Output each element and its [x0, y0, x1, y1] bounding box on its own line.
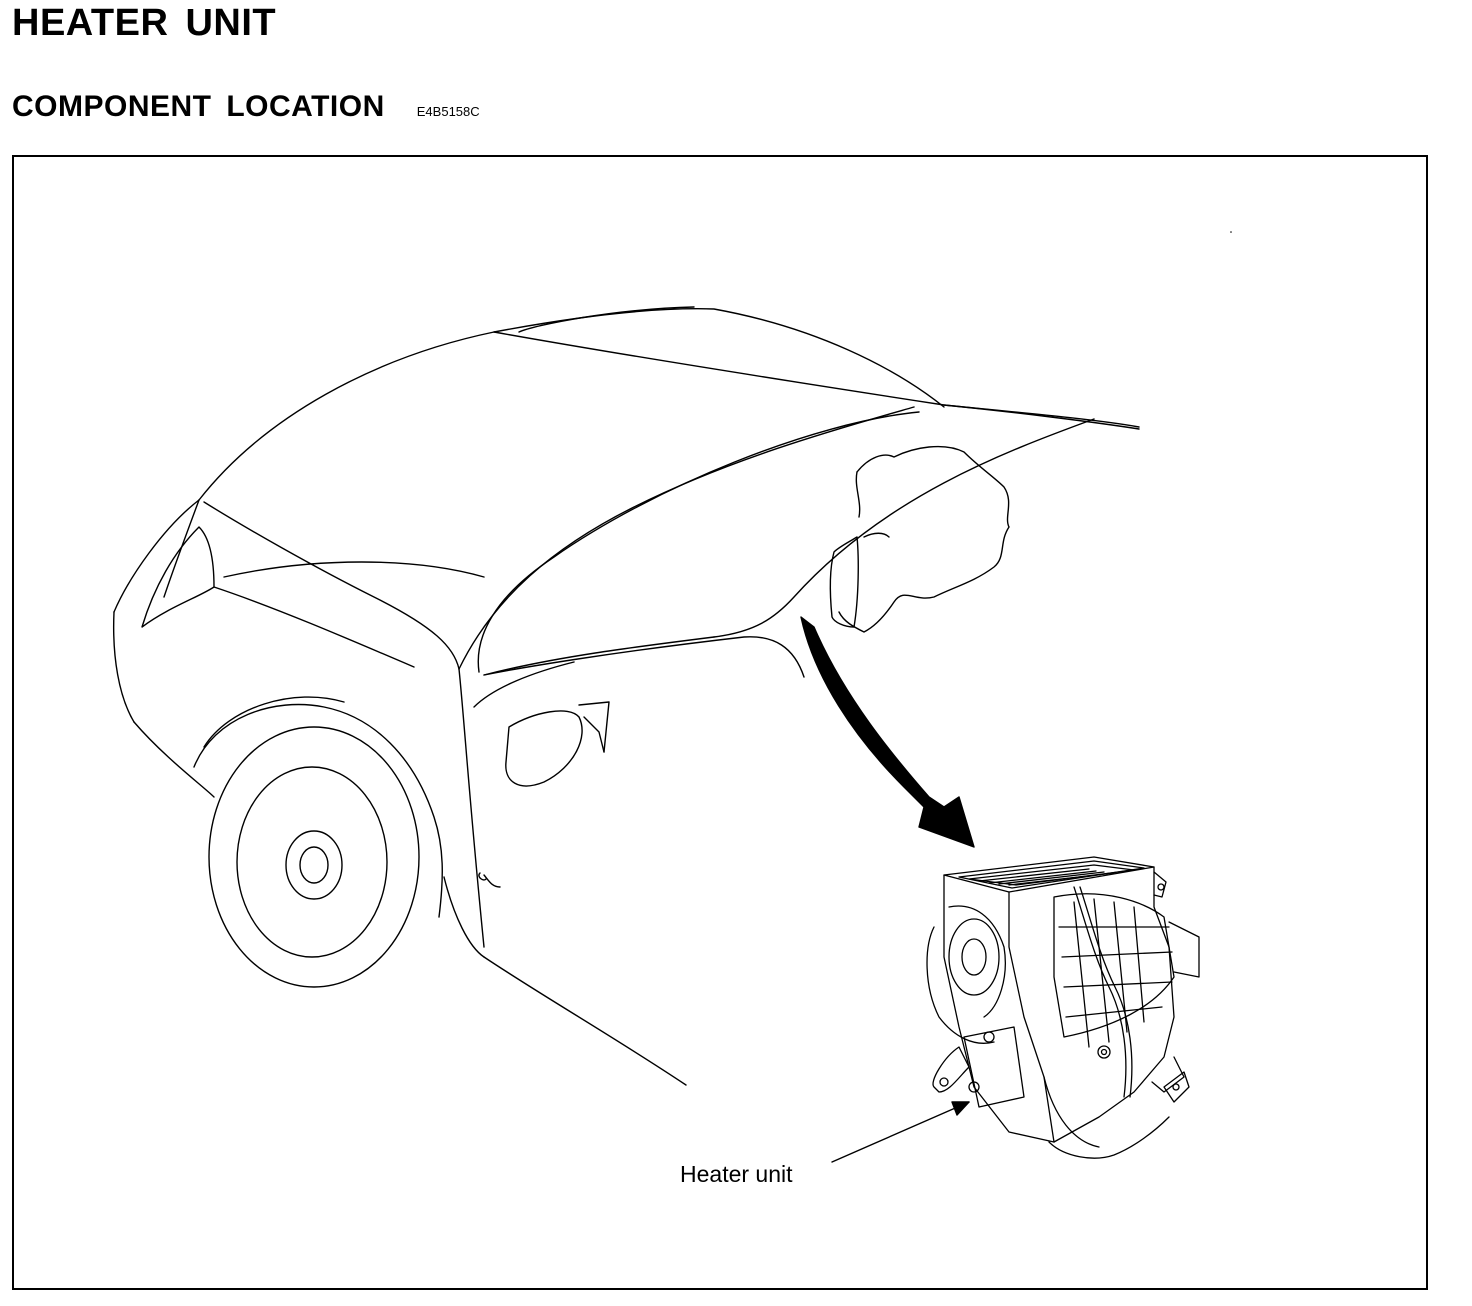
curved-pointer-arrow-icon — [800, 616, 975, 848]
figure-frame: Heater unit — [12, 155, 1428, 1290]
heater-unit-label: Heater unit — [680, 1161, 793, 1187]
dash-cutaway-icon — [829, 445, 1010, 633]
page-title: HEATER UNIT — [12, 2, 277, 44]
figure-canvas — [112, 231, 1232, 1163]
document-code: E4B5158C — [416, 104, 480, 119]
car-outline-icon — [112, 306, 1140, 1086]
section-header: COMPONENT LOCATION E4B5158C — [12, 90, 480, 124]
leader-arrow-icon — [831, 1101, 970, 1163]
heater-unit-icon — [926, 856, 1200, 1159]
section-title: COMPONENT LOCATION — [12, 90, 385, 123]
